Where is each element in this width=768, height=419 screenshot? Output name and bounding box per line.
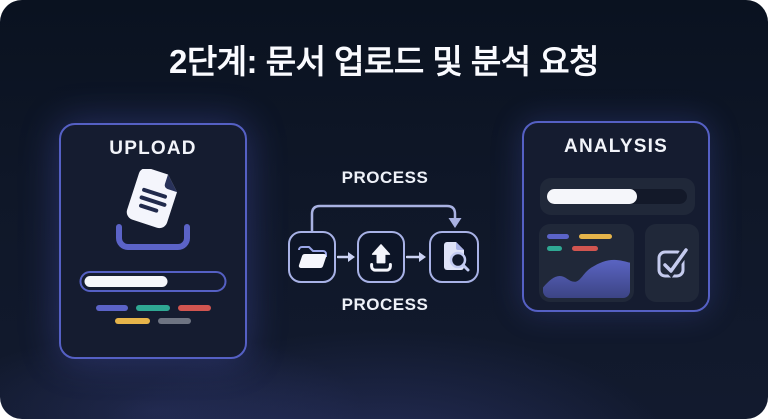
checkbox-checked-icon xyxy=(657,247,690,278)
page-title: 2단계: 문서 업로드 및 분석 요청 xyxy=(168,43,600,80)
drop-tray-icon xyxy=(116,224,190,250)
analysis-progress-bar xyxy=(547,189,687,204)
upload-progress-bar xyxy=(79,271,227,292)
process-label-top: PROCESS xyxy=(341,168,429,187)
tag-pill-purple xyxy=(95,305,128,311)
upload-tag-list xyxy=(61,305,245,324)
analysis-chart-card xyxy=(539,224,634,302)
folder-open-icon xyxy=(298,246,327,269)
chart-tag-list xyxy=(547,234,612,251)
area-chart xyxy=(543,256,630,298)
tag-pill-gray xyxy=(158,318,191,324)
document-icon xyxy=(126,169,177,229)
flow-arrow-icon xyxy=(406,252,426,262)
tag-pill-red xyxy=(572,246,598,251)
document-drop-icon xyxy=(116,169,190,250)
analysis-panel: ANALYSIS xyxy=(522,121,710,312)
chart-tag-row xyxy=(547,246,612,251)
tag-pill-yellow xyxy=(115,318,150,324)
skip-connector-arrow xyxy=(310,204,462,232)
tag-pill-yellow xyxy=(579,234,612,239)
upload-tag-row xyxy=(115,318,191,324)
step-box-folder xyxy=(288,231,336,283)
upload-progress-fill xyxy=(84,276,168,287)
upload-panel: UPLOAD xyxy=(59,123,247,359)
upload-icon xyxy=(370,244,392,272)
tag-pill-purple xyxy=(547,234,569,239)
tag-pill-teal xyxy=(547,246,562,251)
step-box-analyze xyxy=(429,231,479,283)
area-chart-icon xyxy=(543,259,630,298)
tag-pill-red xyxy=(177,305,211,311)
step-box-upload xyxy=(357,231,405,283)
analysis-progress-fill xyxy=(547,189,637,204)
upload-tag-row xyxy=(95,305,211,311)
chart-tag-row xyxy=(547,234,612,239)
document-search-icon xyxy=(444,242,470,272)
process-label-bottom: PROCESS xyxy=(341,295,429,314)
analysis-check-card xyxy=(645,224,699,302)
flow-arrow-icon xyxy=(337,252,355,262)
analysis-progress-card xyxy=(540,178,695,215)
analysis-panel-title: ANALYSIS xyxy=(564,136,668,157)
arrowhead-down-icon xyxy=(448,218,462,228)
upload-panel-title: UPLOAD xyxy=(109,138,197,159)
tag-pill-teal xyxy=(135,305,170,311)
